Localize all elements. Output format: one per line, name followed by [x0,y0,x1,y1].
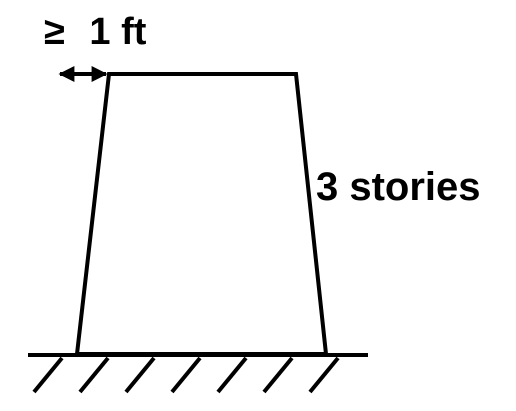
setback-symbol: ≥ [44,11,65,53]
building-outline [74,72,329,356]
ground-hatching [32,356,340,394]
setback-value: 1 ft [89,11,146,53]
setback-label: ≥ 1 ft [44,11,147,53]
height-label: 3 stories [316,165,481,209]
